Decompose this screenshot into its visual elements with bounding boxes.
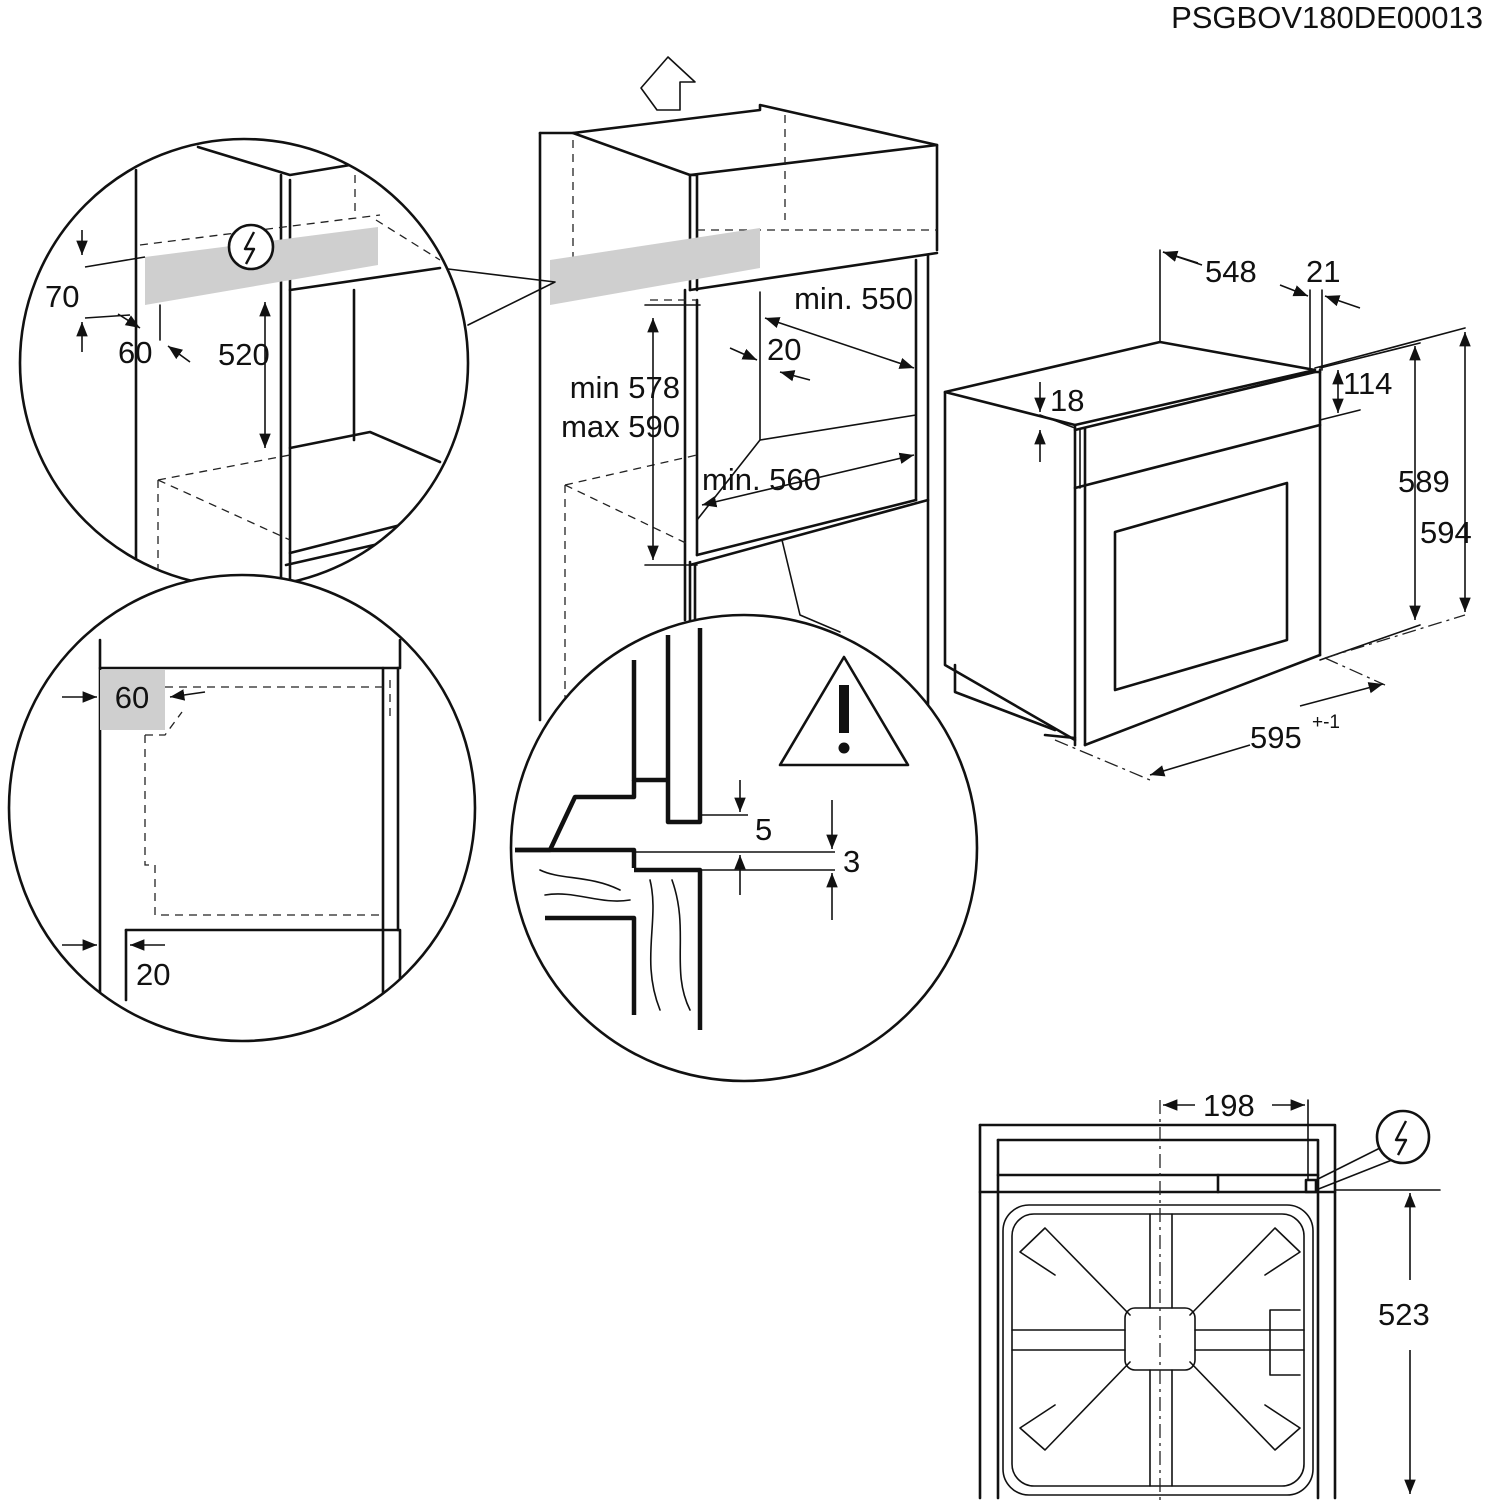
cabinet-min-depth: min. 550 xyxy=(794,281,913,316)
floor-dim-5: 5 xyxy=(755,812,772,847)
cabinet-min-width: min. 560 xyxy=(702,462,821,497)
floor-dim-3: 3 xyxy=(843,844,860,879)
oven-front-thickness: 21 xyxy=(1306,254,1340,289)
front-view-drawing xyxy=(978,1099,1441,1500)
electrical-connection-icon xyxy=(1375,1109,1431,1165)
oven-drawing xyxy=(943,249,1471,781)
vent-arrow-icon xyxy=(640,56,696,111)
oven-panel-top: 18 xyxy=(1050,383,1084,418)
oven-width-tolerance: +-1 xyxy=(1312,712,1340,733)
plan-detail xyxy=(62,638,402,1002)
cabinet-side-gap: 20 xyxy=(767,332,801,367)
cabinet-height-min: min 578 xyxy=(570,370,680,405)
top-detail-dim-70: 70 xyxy=(45,279,79,314)
top-detail-dim-520: 520 xyxy=(218,337,270,372)
plan-detail-circle xyxy=(7,573,477,1043)
top-detail-dim-60: 60 xyxy=(118,335,152,370)
oven-total-height: 594 xyxy=(1420,515,1472,550)
oven-panel-height: 114 xyxy=(1343,366,1392,401)
oven-width: 595 xyxy=(1250,720,1302,755)
cabinet-drawing xyxy=(538,56,939,722)
plan-dim-60: 60 xyxy=(115,680,149,715)
electrical-connection-icon xyxy=(227,223,275,271)
cabinet-height-max: max 590 xyxy=(561,409,680,444)
warning-triangle-icon xyxy=(778,655,910,767)
oven-depth: 548 xyxy=(1205,254,1257,289)
plan-dim-20: 20 xyxy=(136,957,170,992)
floor-detail xyxy=(515,628,838,1030)
detail-callout xyxy=(439,267,556,326)
document-code: PSGBOV180DE00013 xyxy=(1171,0,1483,35)
oven-body-height: 589 xyxy=(1398,464,1450,499)
front-view-socket-offset: 198 xyxy=(1203,1088,1255,1123)
front-view-height: 523 xyxy=(1378,1297,1430,1332)
